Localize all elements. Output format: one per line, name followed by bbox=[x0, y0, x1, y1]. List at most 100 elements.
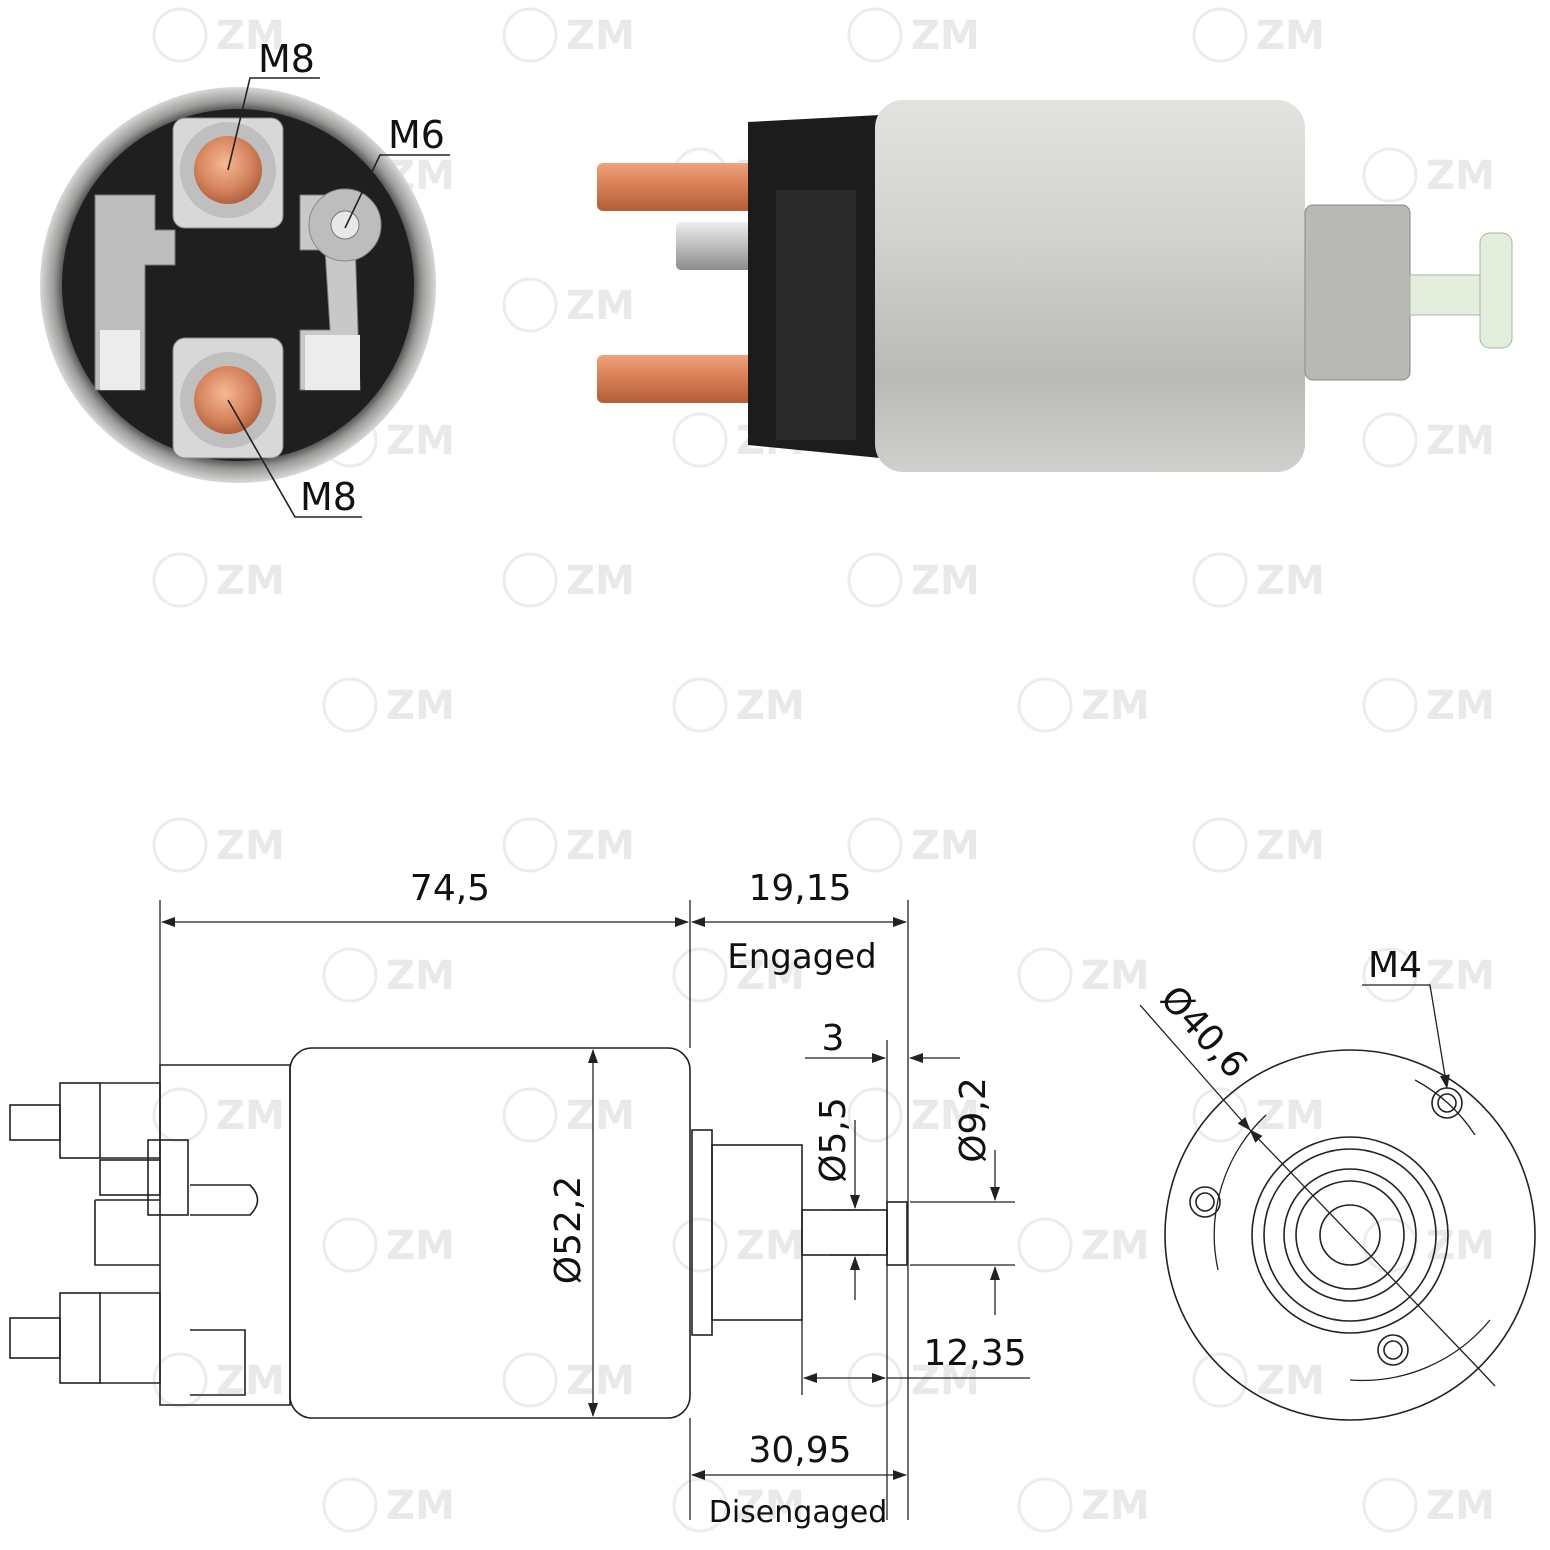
end-view-outline bbox=[1164, 1049, 1536, 1421]
watermark-text: ZM bbox=[386, 1483, 455, 1529]
watermark-logo-icon bbox=[322, 677, 378, 733]
watermark-text: ZM bbox=[1081, 953, 1150, 999]
watermark-logo-icon bbox=[1017, 677, 1073, 733]
watermark-logo-icon bbox=[1017, 1477, 1073, 1533]
steel-can bbox=[875, 100, 1305, 472]
plunger-sleeve bbox=[1304, 204, 1411, 381]
watermark-text: ZM bbox=[386, 953, 455, 999]
watermark-text: ZM bbox=[566, 283, 635, 329]
watermark-logo-icon bbox=[672, 677, 728, 733]
watermark-logo-icon bbox=[502, 552, 558, 608]
watermark-logo-icon bbox=[1192, 7, 1248, 63]
watermark-text: ZM bbox=[566, 13, 635, 59]
watermark-text: ZM bbox=[736, 953, 805, 999]
plunger-head bbox=[1479, 232, 1513, 349]
bolt-hole-2 bbox=[1189, 1186, 1221, 1218]
watermark-text: ZM bbox=[1426, 953, 1495, 999]
watermark-logo-icon bbox=[322, 1217, 378, 1273]
left-contact-pad bbox=[100, 330, 140, 390]
watermark-logo-icon bbox=[672, 1217, 728, 1273]
watermark-logo-icon bbox=[152, 1352, 208, 1408]
upper-copper-stud bbox=[597, 163, 762, 211]
dim-mount-thread: M4 bbox=[1368, 945, 1422, 986]
dim-head-diameter: Ø9,2 bbox=[953, 1077, 994, 1163]
thread-label-upper: M8 bbox=[258, 37, 315, 81]
watermark-logo-icon bbox=[1192, 1352, 1248, 1408]
watermark-text: ZM bbox=[1081, 1483, 1150, 1529]
watermark-text: ZM bbox=[1426, 1223, 1495, 1269]
engaged-label: Engaged bbox=[727, 937, 877, 977]
leader-lower-m8 bbox=[227, 399, 362, 518]
watermark-logo-icon bbox=[152, 552, 208, 608]
bolt-hole-3 bbox=[1377, 1334, 1409, 1366]
plunger-pin bbox=[1409, 274, 1486, 316]
watermark-text: ZM bbox=[911, 823, 980, 869]
watermark-logo-icon bbox=[502, 817, 558, 873]
watermark-logo-icon bbox=[1362, 412, 1418, 468]
watermark-text: ZM bbox=[1256, 1358, 1325, 1404]
dim-body-diameter: Ø52,2 bbox=[548, 1176, 589, 1285]
watermark-logo-icon bbox=[847, 1087, 903, 1143]
watermark-text: ZM bbox=[911, 1358, 980, 1404]
watermark-logo-icon bbox=[502, 7, 558, 63]
dim-plunger-travel: 19,15 bbox=[748, 868, 851, 909]
watermark-text: ZM bbox=[1426, 418, 1495, 464]
watermark-text: ZM bbox=[566, 558, 635, 604]
watermark-text: ZM bbox=[1081, 683, 1150, 729]
watermark-logo-icon bbox=[502, 277, 558, 333]
dim-disengaged-length: 30,95 bbox=[748, 1430, 851, 1471]
watermark-text: ZM bbox=[1426, 1483, 1495, 1529]
watermark-text: ZM bbox=[566, 1358, 635, 1404]
watermark-text: ZM bbox=[1256, 823, 1325, 869]
drawing-cap-step bbox=[94, 1199, 160, 1266]
watermark-logo-icon bbox=[1017, 947, 1073, 1003]
watermark-logo-icon bbox=[847, 817, 903, 873]
disengaged-label: Disengaged bbox=[709, 1495, 888, 1530]
side-view-photo bbox=[597, 100, 1513, 472]
m6-terminal-stud bbox=[330, 210, 360, 240]
dim-bolt-circle: Ø40,6 bbox=[1152, 978, 1255, 1086]
drawing-m6-stud bbox=[190, 1184, 259, 1216]
watermark-text: ZM bbox=[1081, 1223, 1150, 1269]
right-contact-pad bbox=[305, 335, 360, 390]
watermark-logo-icon bbox=[672, 947, 728, 1003]
watermark-logo-icon bbox=[1362, 1217, 1418, 1273]
watermark-text: ZM bbox=[1256, 13, 1325, 59]
watermark-logo-icon bbox=[672, 412, 728, 468]
dim-pin-diameter: Ø5,5 bbox=[813, 1097, 854, 1183]
drawing-plunger-pin bbox=[801, 1209, 888, 1256]
watermark-text: ZM bbox=[216, 558, 285, 604]
watermark-text: ZM bbox=[1426, 683, 1495, 729]
drawing-plunger-head bbox=[886, 1201, 908, 1266]
watermark-text: ZM bbox=[386, 418, 455, 464]
watermark-text: ZM bbox=[216, 823, 285, 869]
leader-m6 bbox=[344, 154, 450, 229]
watermark-logo-icon bbox=[1192, 552, 1248, 608]
watermark-text: ZM bbox=[911, 13, 980, 59]
watermark-logo-icon bbox=[1362, 147, 1418, 203]
thread-label-lower: M8 bbox=[300, 475, 357, 519]
dim-overall-length: 74,5 bbox=[410, 868, 490, 909]
watermark-text: ZM bbox=[566, 823, 635, 869]
watermark-text: ZM bbox=[911, 1093, 980, 1139]
leader-upper-m8 bbox=[227, 77, 320, 171]
watermark-logo-icon bbox=[1362, 947, 1418, 1003]
cap-ridge bbox=[776, 190, 856, 440]
watermark-logo-icon bbox=[847, 7, 903, 63]
watermark-logo-icon bbox=[1192, 1087, 1248, 1143]
drawing-lower-stud bbox=[9, 1292, 161, 1384]
drawing-upper-stud bbox=[9, 1082, 161, 1159]
watermark-text: ZM bbox=[1256, 558, 1325, 604]
watermark-logo-icon bbox=[322, 947, 378, 1003]
dim-flange-offset: 3 bbox=[822, 1018, 845, 1059]
watermark-text: ZM bbox=[216, 13, 285, 59]
watermark-logo-icon bbox=[1362, 677, 1418, 733]
watermark-logo-icon bbox=[322, 1477, 378, 1533]
watermark-text: ZM bbox=[386, 1223, 455, 1269]
watermark-logo-icon bbox=[152, 1087, 208, 1143]
watermark-text: ZM bbox=[566, 1093, 635, 1139]
lower-copper-stud bbox=[597, 355, 762, 403]
end-view-bore bbox=[1319, 1204, 1381, 1266]
drawing-flange bbox=[691, 1129, 713, 1336]
